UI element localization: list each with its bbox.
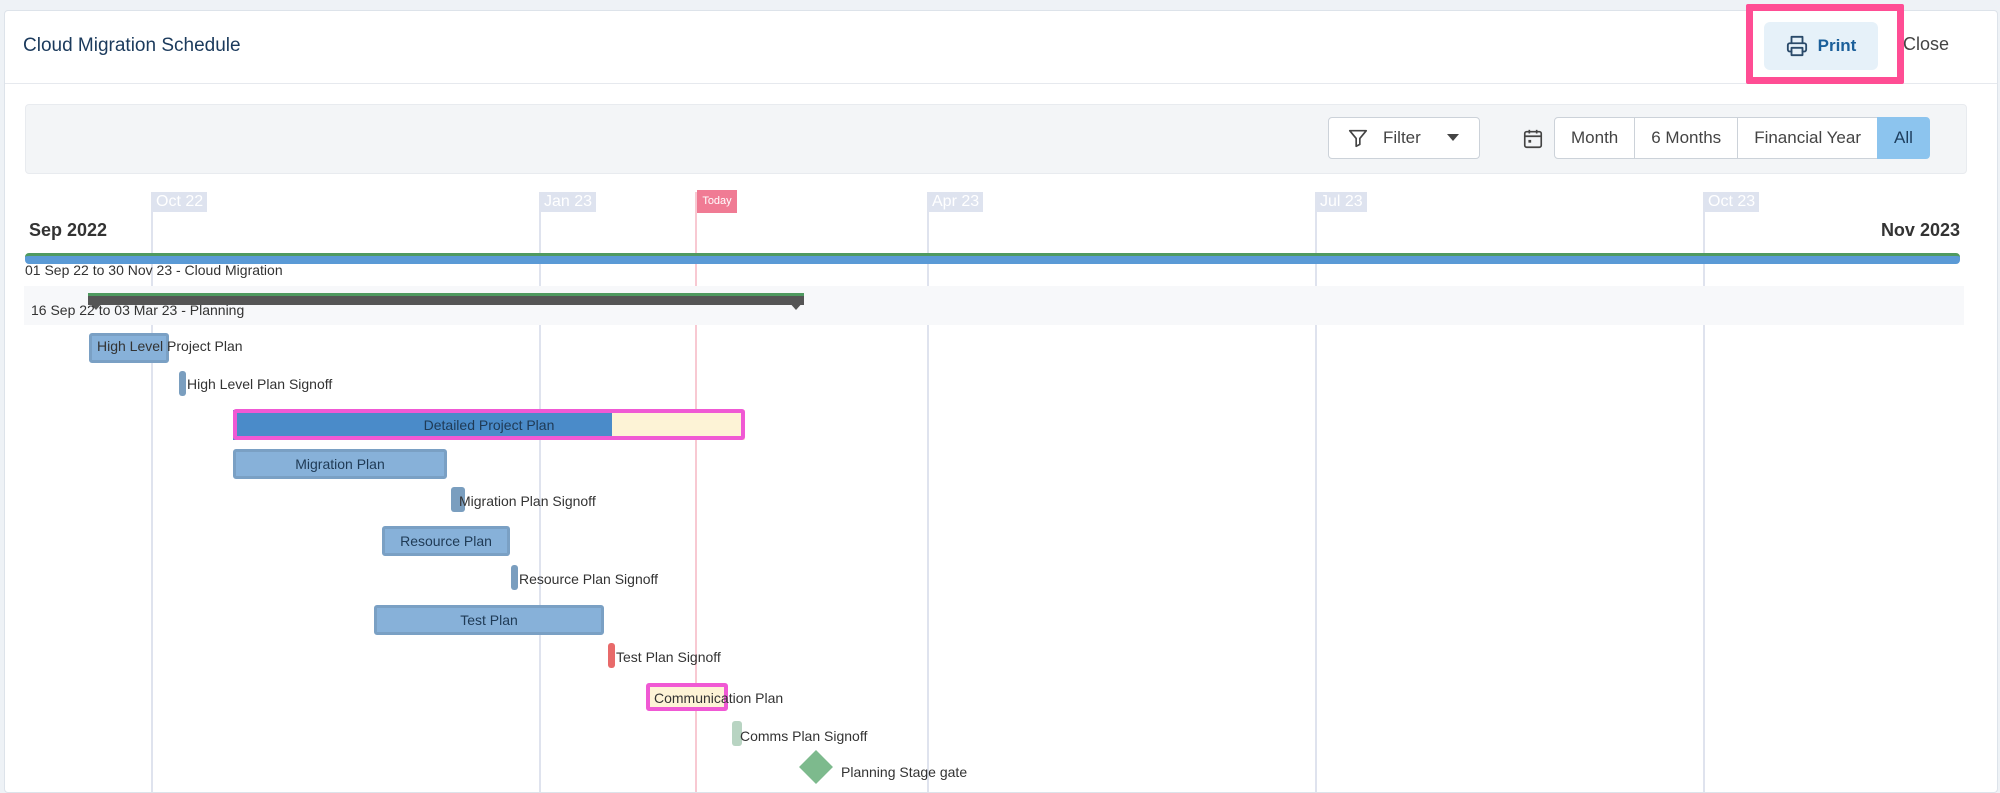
- calendar-icon: [1523, 129, 1543, 149]
- milestone-resource-plan-signoff[interactable]: [511, 565, 518, 590]
- range-6-months-button[interactable]: 6 Months: [1634, 117, 1739, 159]
- milestone-label: Test Plan Signoff: [616, 649, 721, 665]
- planning-bar-end-cap: [788, 301, 804, 310]
- planning-bar[interactable]: [88, 293, 804, 305]
- milestone-test-plan-signoff[interactable]: [608, 643, 615, 668]
- page-title: Cloud Migration Schedule: [23, 35, 241, 56]
- project-bar[interactable]: [25, 253, 1960, 264]
- range-selector: Month 6 Months Financial Year All: [1554, 117, 1930, 159]
- stage-gate-label: Planning Stage gate: [841, 764, 968, 780]
- funnel-icon: [1348, 129, 1368, 148]
- selection-outline: [233, 409, 745, 440]
- gridline: [151, 192, 153, 792]
- filter-button[interactable]: Filter: [1328, 117, 1480, 159]
- milestone-migration-plan-signoff[interactable]: [451, 487, 465, 512]
- tick-label: Apr 23: [928, 192, 984, 212]
- caret-down-icon: [1446, 134, 1459, 141]
- print-highlight: [1746, 4, 1904, 84]
- today-label: Today: [697, 190, 737, 213]
- gridline: [1703, 192, 1705, 792]
- modal-header: Cloud Migration Schedule Print Close: [5, 4, 1997, 84]
- task-label: Communication Plan: [654, 690, 784, 706]
- project-label: 01 Sep 22 to 30 Nov 23 - Cloud Migration: [25, 262, 283, 278]
- gridline: [539, 192, 541, 792]
- print-button[interactable]: Print: [1764, 22, 1878, 70]
- task-bar-resource-plan[interactable]: Resource Plan: [382, 526, 510, 556]
- tick-label: Oct 22: [152, 192, 208, 212]
- tick-label: Jan 23: [540, 192, 597, 212]
- today-line: [695, 192, 697, 792]
- toolbar: Filter Month 6 Months Financial Year All: [25, 104, 1967, 174]
- task-bar-migration-plan[interactable]: Migration Plan: [233, 449, 447, 479]
- task-bar-test-plan[interactable]: Test Plan: [374, 605, 604, 635]
- task-bar-high-level-project-plan[interactable]: [89, 333, 169, 363]
- range-financial-year-button[interactable]: Financial Year: [1737, 117, 1878, 159]
- schedule-modal: Cloud Migration Schedule Print Close Fil…: [4, 4, 1998, 793]
- task-bar-detailed-project-plan[interactable]: Detailed Project Plan: [233, 410, 745, 440]
- close-button[interactable]: Close: [1903, 34, 1950, 54]
- milestone-label: Comms Plan Signoff: [740, 728, 868, 744]
- milestone-high-level-plan-signoff[interactable]: [179, 371, 186, 396]
- tick-label: Oct 23: [1704, 192, 1760, 212]
- gantt-chart: Oct 22 Jan 23 Apr 23 Jul 23 Oct 23 Today…: [0, 150, 2000, 792]
- gridline: [1315, 192, 1317, 792]
- filter-label: Filter: [1383, 128, 1421, 147]
- planning-row: [24, 286, 1964, 325]
- range-all-button[interactable]: All: [1877, 117, 1930, 159]
- task-bar-communication-plan[interactable]: [648, 684, 726, 710]
- planning-label: 16 Sep 22 to 03 Mar 23 - Planning: [31, 302, 245, 318]
- milestone-label: High Level Plan Signoff: [187, 376, 333, 392]
- tick-label: Jul 23: [1316, 192, 1367, 212]
- printer-icon: [1786, 35, 1807, 57]
- progress-fill: [233, 410, 612, 440]
- selection-outline: [646, 683, 728, 711]
- timeline-start-label: Sep 2022: [29, 220, 108, 240]
- gridline: [927, 192, 929, 792]
- milestone-label: Resource Plan Signoff: [519, 571, 659, 587]
- milestone-comms-plan-signoff[interactable]: [732, 721, 742, 746]
- timeline-end-label: Nov 2023: [1880, 220, 1960, 240]
- planning-bar-start-cap: [88, 301, 104, 310]
- task-label: Detailed Project Plan: [423, 417, 555, 433]
- print-label: Print: [1817, 36, 1857, 55]
- milestone-label: Migration Plan Signoff: [459, 493, 596, 509]
- task-label: High Level Project Plan: [97, 338, 243, 354]
